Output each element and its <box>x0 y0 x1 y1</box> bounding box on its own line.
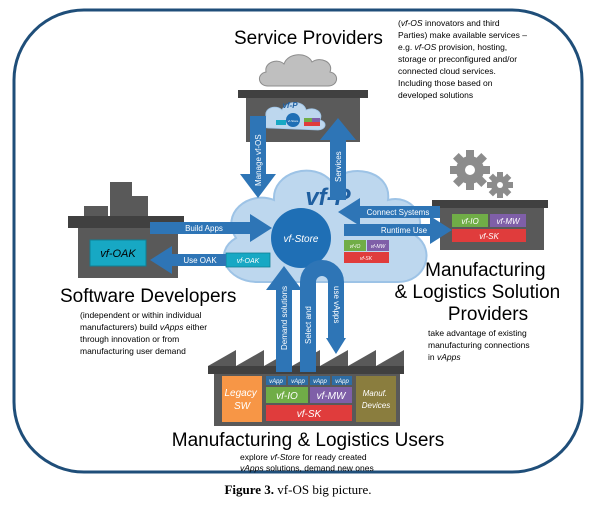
cloud-component-stack: vf-IO vf-MW vf-SK <box>344 240 389 263</box>
vf-oak-label: vf-OAK <box>100 248 136 260</box>
gear-large-icon <box>450 150 490 190</box>
figure-caption: Figure 3. vf-OS big picture. <box>0 482 596 498</box>
runtime-use-arrow: Runtime Use <box>344 216 452 244</box>
svg-text:vf-MW: vf-MW <box>496 217 521 226</box>
service-mini-store-icon <box>286 113 300 127</box>
manufacturing-providers-description: take advantage of existing manufacturing… <box>428 328 532 362</box>
svg-text:vf-IO: vf-IO <box>350 244 361 250</box>
svg-text:Services: Services <box>334 151 343 182</box>
services-arrow: Services <box>320 118 356 200</box>
svg-text:vf-IO: vf-IO <box>276 391 298 402</box>
service-grey-cloud-icon <box>259 54 337 87</box>
svg-text:vf-MW: vf-MW <box>317 391 347 402</box>
users-description: explore vf-Store for ready created vApps… <box>240 452 374 473</box>
manuf-devices-box <box>356 376 396 422</box>
svg-text:vf-SK: vf-SK <box>479 232 499 241</box>
svg-text:Demand solutions: Demand solutions <box>280 286 289 350</box>
svg-text:Build Apps: Build Apps <box>185 224 223 233</box>
legacy-sw-box <box>222 376 262 422</box>
provider-building: vf-IO vf-MW vf-SK <box>432 200 548 250</box>
select-and-use-vapps-arrow: Select and use vApps <box>300 260 346 372</box>
svg-text:Runtime Use: Runtime Use <box>381 226 428 235</box>
software-developers-description: (independent or within individual manufa… <box>80 310 209 356</box>
cloud-vf-oak-label: vf-OAK <box>237 258 260 265</box>
service-providers-description: (vf-OS innovators and third Parties) mak… <box>398 18 529 100</box>
software-developers-title: Software Developers <box>60 286 236 307</box>
vf-oak-box <box>89 239 147 267</box>
svg-text:vf-SK: vf-SK <box>360 256 373 262</box>
service-box-cloud-label: vf-P <box>282 101 298 110</box>
svg-text:vf-SK: vf-SK <box>297 409 323 420</box>
svg-text:Select and: Select and <box>304 306 313 344</box>
build-apps-arrow: Build Apps <box>150 214 272 242</box>
connect-systems-arrow: Connect Systems <box>338 198 440 226</box>
use-oak-arrow: Use OAK <box>150 246 226 274</box>
service-mini-store-label: vf-Store <box>288 119 299 123</box>
vf-store-label: vf-Store <box>283 234 318 245</box>
gear-small-icon <box>487 172 513 198</box>
legacy-sw-label: Legacy SW <box>224 388 259 412</box>
vf-store-circle <box>271 208 331 268</box>
svg-text:vApp: vApp <box>313 379 327 385</box>
manufacturing-providers-title: Manufacturing & Logistics Solution Provi… <box>394 260 565 325</box>
svg-text:vApp: vApp <box>291 379 305 385</box>
svg-text:vApp: vApp <box>335 379 349 385</box>
outer-frame <box>12 8 584 474</box>
svg-text:Manage vf-OS: Manage vf-OS <box>254 134 263 186</box>
manage-vf-os-arrow: Manage vf-OS <box>240 116 276 198</box>
svg-text:Connect Systems: Connect Systems <box>367 208 430 217</box>
svg-text:vf-MW: vf-MW <box>371 244 387 250</box>
figure-caption-number: Figure 3. <box>224 482 275 497</box>
developer-building: vf-OAK <box>68 182 184 278</box>
svg-text:use vApps: use vApps <box>332 286 341 323</box>
service-providers-title: Service Providers <box>234 28 383 49</box>
manuf-devices-label: Manuf. Devices <box>362 389 390 410</box>
svg-text:vApp: vApp <box>269 379 283 385</box>
svg-text:vf-IO: vf-IO <box>461 217 478 226</box>
users-title: Manufacturing & Logistics Users <box>172 430 444 451</box>
demand-solutions-arrow: Demand solutions <box>266 266 302 372</box>
svg-text:Use OAK: Use OAK <box>183 256 217 265</box>
figure-caption-text: vf-OS big picture. <box>274 482 372 497</box>
